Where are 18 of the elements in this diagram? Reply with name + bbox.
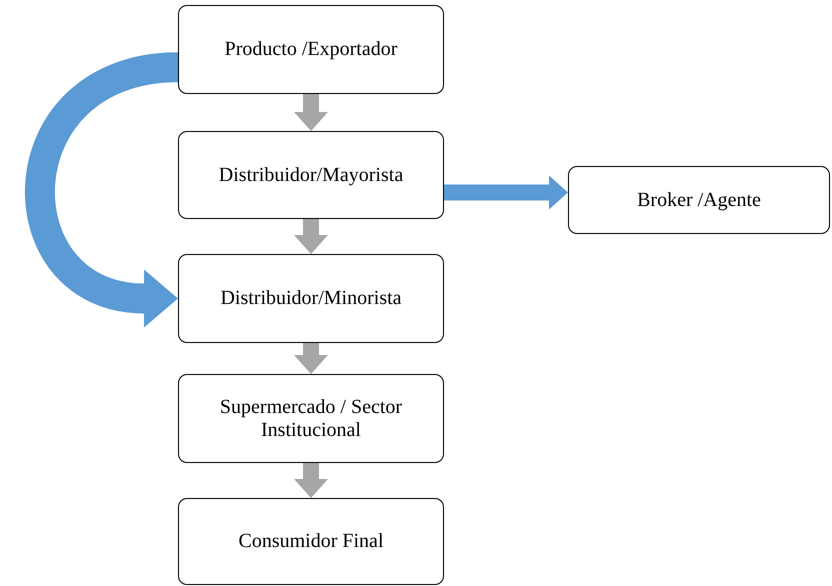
box-label: Broker /Agente <box>637 188 761 212</box>
process-box <box>178 131 444 219</box>
block-arrow <box>294 94 328 131</box>
block-arrow <box>25 52 180 328</box>
process-box <box>178 5 444 94</box>
box-label: Consumidor Final <box>238 530 384 553</box>
block-arrow <box>294 219 328 254</box>
process-box <box>178 254 444 343</box>
block-arrow <box>294 343 328 374</box>
process-box <box>178 498 444 585</box>
process-box <box>178 374 444 463</box>
box-label: Distribuidor/Mayorista <box>218 164 404 186</box>
box-label: Distribuidor/Minorista <box>220 287 402 310</box>
process-box <box>568 166 830 234</box>
block-arrow <box>444 176 568 210</box>
box-label: Producto /Exportador <box>224 38 398 61</box>
block-arrow <box>294 463 328 498</box>
box-label: Supermercado / Sector Institucional <box>218 396 404 442</box>
